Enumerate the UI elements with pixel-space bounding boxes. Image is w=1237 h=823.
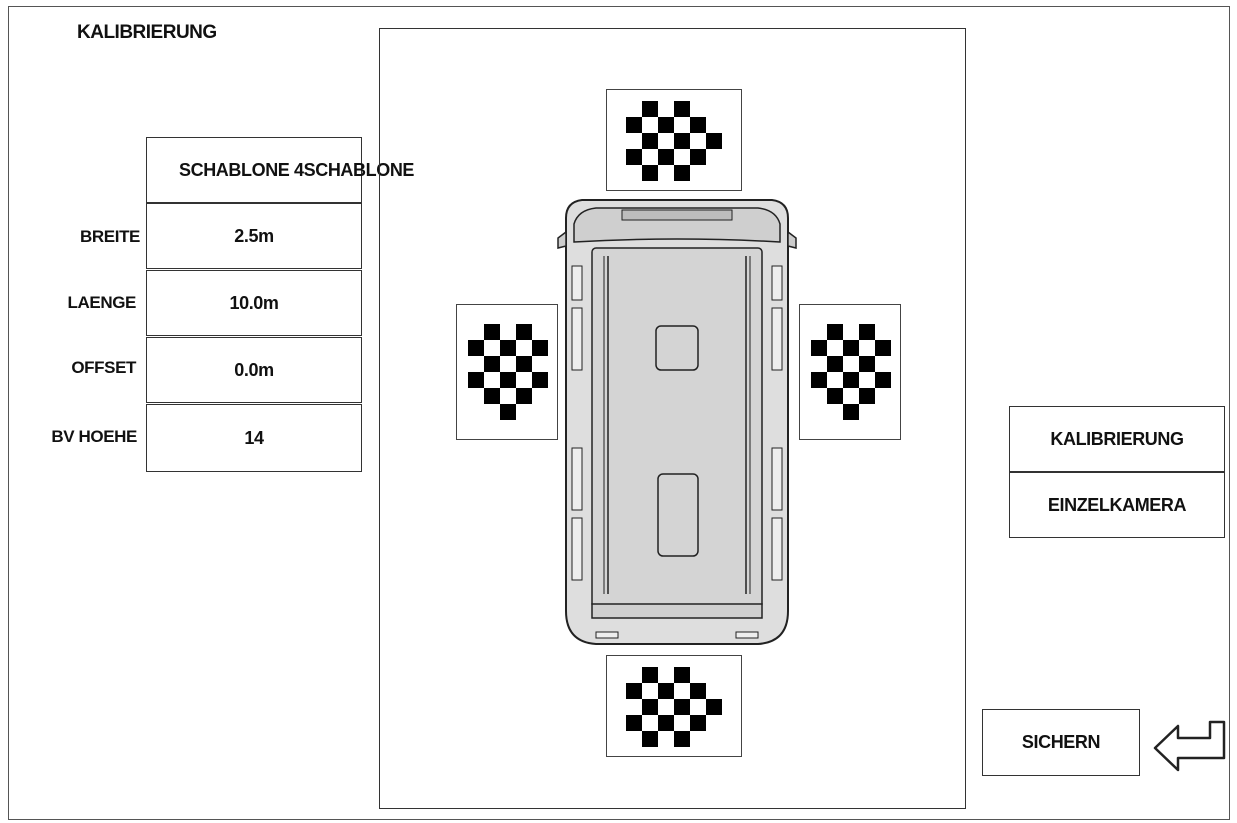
length-value: 10.0m [229, 292, 279, 313]
checkerboard-marker-icon [811, 324, 891, 420]
screen-frame [8, 6, 1230, 820]
template-selector[interactable]: SCHABLONE 4SCHABLONE [146, 137, 414, 203]
checkerboard-marker-icon [468, 324, 548, 420]
field-label-bv-height: BV HOEHE [51, 427, 137, 446]
single-camera-button[interactable]: EINZELKAMERA [1009, 472, 1225, 538]
screen-title: KALIBRIERUNG [77, 22, 217, 43]
offset-value: 0.0m [234, 359, 274, 380]
field-label-offset: OFFSET [71, 358, 136, 377]
save-button[interactable]: SICHERN [982, 709, 1140, 776]
checkerboard-marker-icon [626, 667, 722, 747]
width-field[interactable]: 2.5m [146, 203, 362, 269]
bv-height-value: 14 [244, 427, 264, 448]
field-label-length: LAENGE [67, 293, 137, 312]
marker-bottom [606, 655, 742, 757]
width-value: 2.5m [234, 225, 274, 246]
template-value: SCHABLONE 4SCHABLONE [179, 159, 415, 180]
checkerboard-marker-icon [626, 101, 722, 181]
marker-left [456, 304, 558, 440]
vehicle-top-view-icon [557, 199, 797, 645]
enter-arrow-icon[interactable] [1152, 716, 1228, 772]
marker-right [799, 304, 901, 440]
bv-height-field[interactable]: 14 [146, 404, 362, 472]
calibration-button[interactable]: KALIBRIERUNG [1009, 406, 1225, 472]
save-button-label: SICHERN [1021, 732, 1101, 752]
offset-field[interactable]: 0.0m [146, 337, 362, 403]
calibration-button-label: KALIBRIERUNG [1050, 428, 1184, 449]
length-field[interactable]: 10.0m [146, 270, 362, 336]
calibration-stage [379, 28, 966, 809]
field-label-width: BREITE [80, 227, 140, 246]
marker-top [606, 89, 742, 191]
single-camera-button-label: EINZELKAMERA [1047, 494, 1187, 515]
